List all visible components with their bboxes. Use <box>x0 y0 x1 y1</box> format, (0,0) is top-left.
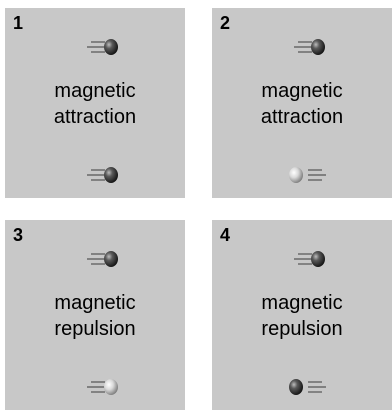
panel-number: 1 <box>13 13 23 34</box>
panel-3: 3 magnetic repulsion <box>5 220 185 410</box>
top-ball-icon <box>77 36 121 58</box>
panel-label: magnetic attraction <box>212 78 392 130</box>
ball-shape <box>104 39 118 55</box>
panel-number: 3 <box>13 225 23 246</box>
top-ball-icon <box>77 248 121 270</box>
label-line-2: attraction <box>212 104 392 130</box>
top-ball-icon <box>284 36 328 58</box>
panel-number: 4 <box>220 225 230 246</box>
bottom-ball-icon <box>77 164 121 186</box>
panel-label: magnetic attraction <box>5 78 185 130</box>
label-line-1: magnetic <box>5 78 185 104</box>
panel-label: magnetic repulsion <box>5 290 185 342</box>
ball-shape <box>104 167 118 183</box>
bottom-ball-icon <box>77 376 121 398</box>
ball-shape <box>289 379 303 395</box>
label-line-2: attraction <box>5 104 185 130</box>
bottom-ball-icon <box>284 164 328 186</box>
panel-4: 4 magnetic repulsion <box>212 220 392 410</box>
panel-label: magnetic repulsion <box>212 290 392 342</box>
ball-shape <box>104 251 118 267</box>
label-line-2: repulsion <box>5 316 185 342</box>
panel-1: 1 magnetic attraction <box>5 8 185 198</box>
panel-2: 2 magnetic attraction <box>212 8 392 198</box>
bottom-ball-icon <box>284 376 328 398</box>
label-line-2: repulsion <box>212 316 392 342</box>
top-ball-icon <box>284 248 328 270</box>
ball-shape <box>311 251 325 267</box>
label-line-1: magnetic <box>212 290 392 316</box>
ball-shape <box>104 379 118 395</box>
label-line-1: magnetic <box>212 78 392 104</box>
ball-shape <box>311 39 325 55</box>
ball-shape <box>289 167 303 183</box>
label-line-1: magnetic <box>5 290 185 316</box>
panel-number: 2 <box>220 13 230 34</box>
